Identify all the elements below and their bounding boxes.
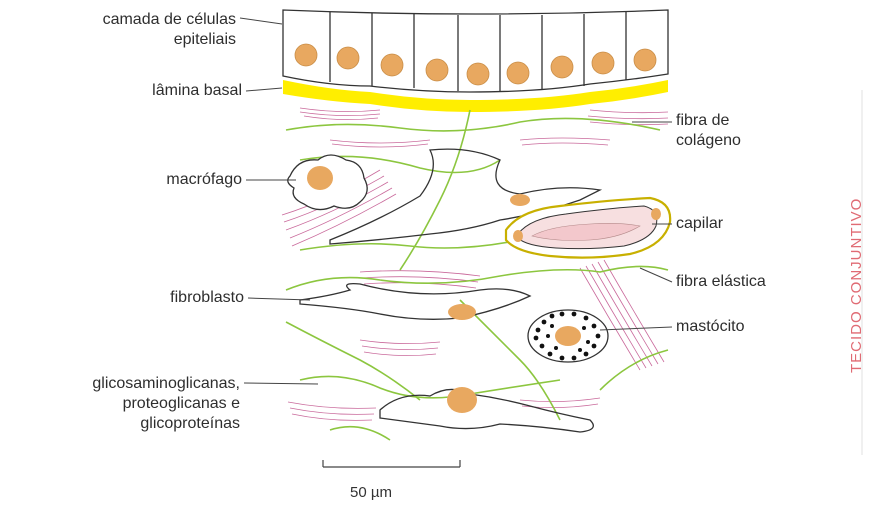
side-title: TECIDO CONJUNTIVO xyxy=(848,150,872,420)
label-fibroblast: fibroblasto xyxy=(20,288,244,308)
label-capillary: capilar xyxy=(676,214,723,234)
label-collagen-line1: fibra de xyxy=(676,111,741,131)
label-epithelial: camada de células epiteliais xyxy=(20,10,236,50)
label-elastic-fiber: fibra elástica xyxy=(676,272,766,292)
label-mast-cell: mastócito xyxy=(676,317,744,337)
label-macrophage: macrófago xyxy=(20,170,242,190)
macrophage-cell xyxy=(288,155,367,210)
label-basal-lamina: lâmina basal xyxy=(20,81,242,101)
label-epithelial-line2: epiteliais xyxy=(20,30,236,50)
label-gag-line3: glicoproteínas xyxy=(0,414,240,434)
scale-bar xyxy=(323,460,460,467)
scale-bar-label: 50 µm xyxy=(350,484,392,501)
mast-cell xyxy=(528,310,608,362)
label-gag: glicosaminoglicanas, proteoglicanas e gl… xyxy=(0,374,240,434)
capillary xyxy=(506,198,670,258)
label-collagen: fibra de colágeno xyxy=(676,111,741,151)
label-gag-line1: glicosaminoglicanas, xyxy=(0,374,240,394)
collagen-fibers xyxy=(282,108,668,420)
label-collagen-line2: colágeno xyxy=(676,131,741,151)
label-epithelial-line1: camada de células xyxy=(20,10,236,30)
label-gag-line2: proteoglicanas e xyxy=(0,394,240,414)
